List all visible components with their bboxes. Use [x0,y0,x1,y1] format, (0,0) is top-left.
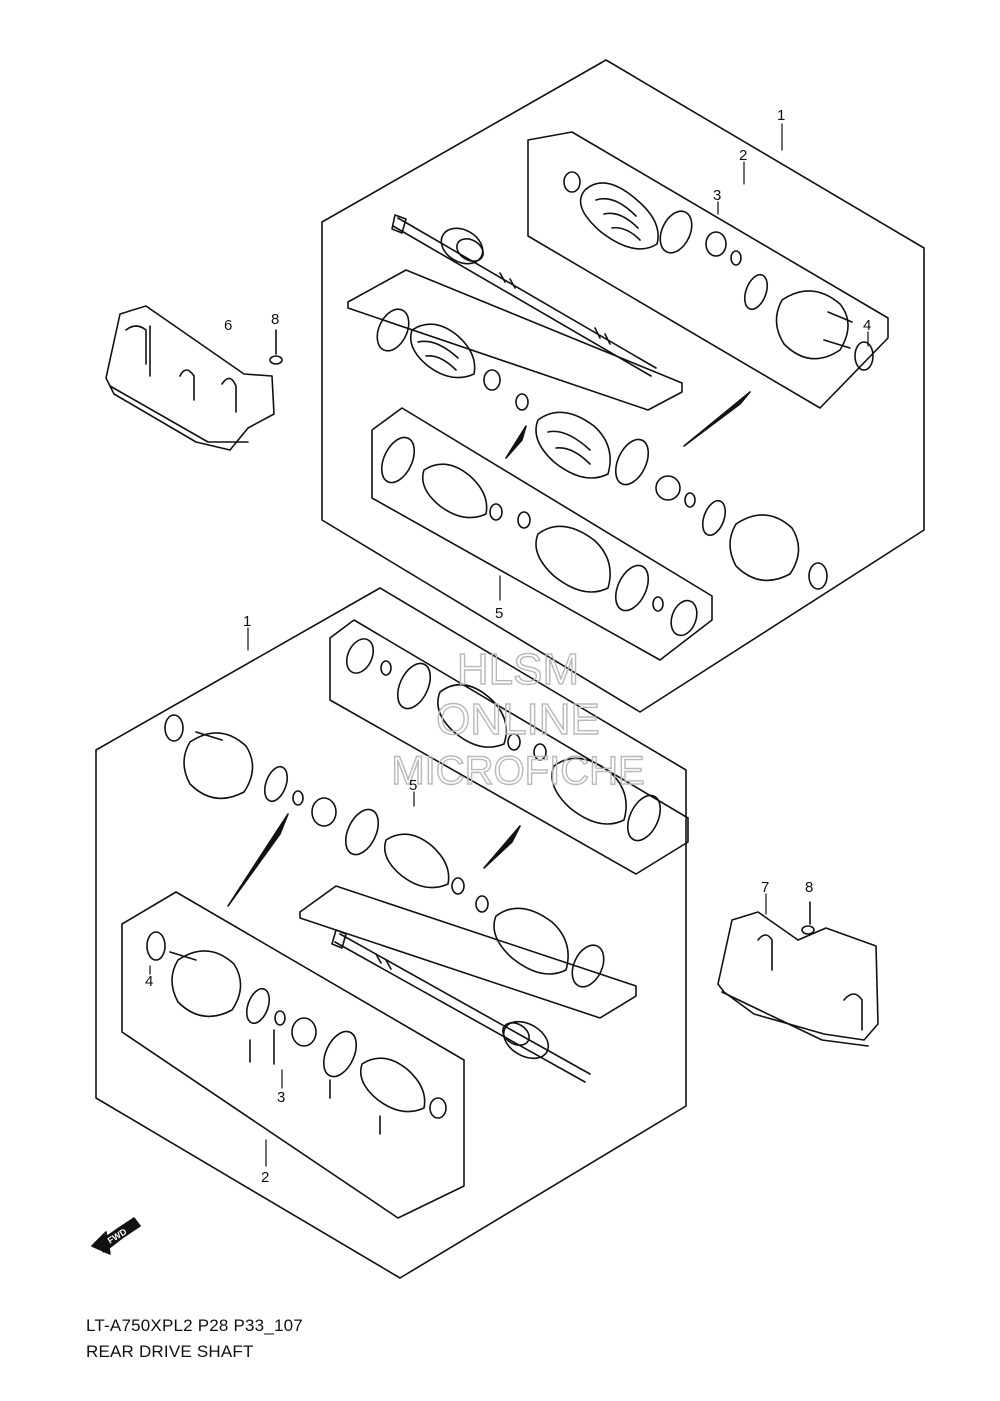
callout-upper-joint-set: 2 [739,147,747,164]
callout-left-bolt: 8 [271,311,279,328]
lower-outer-joint [164,714,337,827]
upper-shaft-box [347,269,683,411]
lower-boot-kit-parts [345,638,662,842]
watermark-line1: HLSM [457,645,579,694]
lower-boot-kit-box [329,619,689,875]
callout-upper-bearing: 3 [713,187,721,204]
callout-right-bolt: 8 [805,879,813,896]
lower-joint-parts [146,931,447,1135]
fwd-arrow [91,1217,141,1255]
callout-lower-snap-ring: 4 [145,973,153,990]
callout-upper-assembly: 1 [777,107,785,124]
upper-assembly-outline [321,59,925,713]
upper-boot-kit-parts [380,436,698,637]
upper-joint-set-box [527,131,889,409]
upper-arrow-right [683,391,751,447]
callout-right-guard: 7 [761,879,769,896]
lower-assembly-outline [95,587,687,1279]
left-skid-guard [105,305,275,451]
callout-upper-boot-kit: 5 [495,605,503,622]
lower-arrow-right [483,825,521,869]
callout-upper-snap-ring: 4 [863,317,871,334]
callout-lower-bearing: 3 [277,1089,285,1106]
upper-axle-shaft [391,214,657,377]
lower-joint-set-box [121,891,465,1219]
right-bolt [801,901,815,935]
callout-lower-joint-set: 2 [261,1169,269,1186]
upper-joint-parts [563,171,874,371]
upper-arrow-left [505,425,527,459]
lower-axle-shaft [331,929,591,1083]
upper-boot-kit-box [371,407,713,661]
lower-center-joint [344,808,605,988]
watermark-line3: MICROFICHE [391,749,644,793]
watermark: HLSM ONLINE MICROFICHE [391,644,646,793]
callout-left-guard: 6 [224,317,232,334]
callout-lower-assembly: 1 [243,613,251,630]
right-skid-guard [717,911,879,1047]
upper-shaft-boots [376,308,501,391]
upper-center-joint [515,393,828,590]
diagram-title: REAR DRIVE SHAFT [86,1342,254,1361]
callout-lower-boot-kit: 5 [409,777,417,794]
lower-shaft-box [299,885,637,1019]
lower-arrow-left [227,813,289,907]
callout-leaders [149,123,869,1167]
diagram-code: LT-A750XPL2 P28 P33_107 [86,1316,303,1335]
left-bolt [269,329,283,365]
watermark-line2: ONLINE [436,695,600,744]
